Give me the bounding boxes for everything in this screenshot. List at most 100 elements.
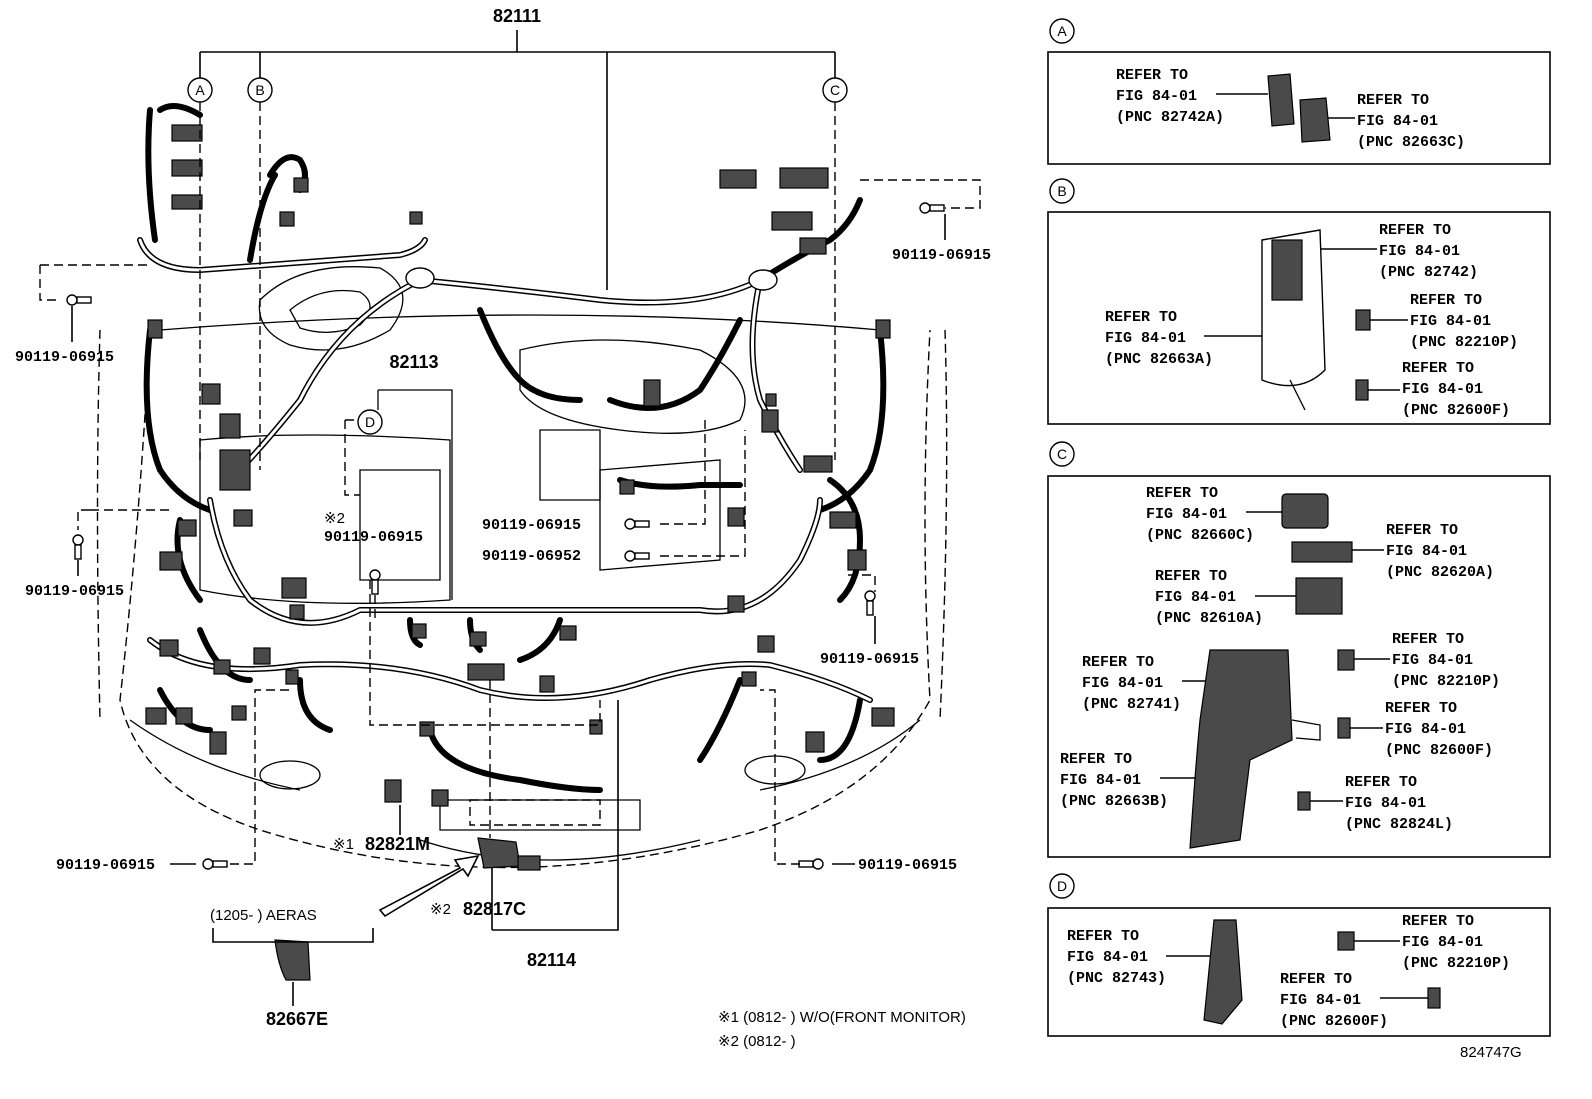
- panel-d-ref-3-line1: REFER TO: [1280, 971, 1352, 988]
- panel-d-ref-2-line1: REFER TO: [1402, 913, 1474, 930]
- panel-c-ref-5-line3: (PNC 82741): [1082, 696, 1181, 713]
- panel-b-ref-3-line2: FIG 84-01: [1410, 313, 1491, 330]
- panel-c-ref-6-line3: (PNC 82600F): [1385, 742, 1493, 759]
- panel-a-ref-1-line2: FIG 84-01: [1116, 88, 1197, 105]
- panel-b-ref-2-line2: FIG 84-01: [1105, 330, 1186, 347]
- callout-bolt-bottom-right: 90119-06915: [858, 857, 957, 874]
- mark2-82817c: ※2: [430, 901, 451, 918]
- panel-b-ref-3-line3: (PNC 82210P): [1410, 334, 1518, 351]
- panel-c-ref-8-line3: (PNC 82824L): [1345, 816, 1453, 833]
- bolt-icon: [864, 590, 876, 616]
- connector-blocks: [145, 124, 895, 807]
- panel-d-ref-1-line3: (PNC 82743): [1067, 970, 1166, 987]
- callout-bolt-bottom-left: 90119-06915: [56, 857, 155, 874]
- bolt-icon: [202, 858, 228, 870]
- svg-text:B: B: [255, 82, 264, 98]
- callout-82821m: 82821M: [365, 834, 430, 854]
- callout-bolt-left-top: 90119-06915: [15, 349, 114, 366]
- figure-id: 824747G: [1460, 1044, 1522, 1061]
- panel-letter-b: B: [1057, 183, 1066, 199]
- bolt-icon: [72, 534, 84, 560]
- callout-bolt-left-mid: 90119-06915: [25, 583, 124, 600]
- panel-d-ref-3-line3: (PNC 82600F): [1280, 1013, 1388, 1030]
- callout-bolt-center-a: 90119-06915: [482, 517, 581, 534]
- panel-letter-a: A: [1057, 23, 1067, 39]
- panel-b-ref-3-line1: REFER TO: [1410, 292, 1482, 309]
- wire-harness-82111: [137, 103, 887, 793]
- panel-b-ref-2-line1: REFER TO: [1105, 309, 1177, 326]
- panel-b-ref-1-line1: REFER TO: [1379, 222, 1451, 239]
- callout-82111: 82111: [493, 6, 541, 26]
- svg-text:C: C: [830, 82, 840, 98]
- bolt-icons: [66, 202, 945, 870]
- panel-letter-c-badge: [1049, 441, 1075, 467]
- panel-d-ref-2-line2: FIG 84-01: [1402, 934, 1483, 951]
- main-letter-a: A: [187, 77, 213, 103]
- callout-82113: 82113: [389, 352, 438, 372]
- footnote-2: ※2 (0812- ): [718, 1033, 796, 1050]
- panel-letter-b-badge: [1049, 178, 1075, 204]
- footnote-1: ※1 (0812- ) W/O(FRONT MONITOR): [718, 1009, 966, 1026]
- panel-b-ref-4-line1: REFER TO: [1402, 360, 1474, 377]
- bolt-icon: [369, 569, 381, 595]
- panel-c-ref-5-line1: REFER TO: [1082, 654, 1154, 671]
- panel-c-ref-8-line1: REFER TO: [1345, 774, 1417, 791]
- part-82817c-connector: [477, 837, 541, 871]
- panel-a-ref-1-line3: (PNC 82742A): [1116, 109, 1224, 126]
- callout-bolt-right-top: 90119-06915: [892, 247, 991, 264]
- panel-c-ref-7-line3: (PNC 82663B): [1060, 793, 1168, 810]
- panel-c-ref-3-line3: (PNC 82610A): [1155, 610, 1263, 627]
- svg-text:D: D: [365, 414, 375, 430]
- panel-c-ref-5-line2: FIG 84-01: [1082, 675, 1163, 692]
- mark1-82821m: ※1: [333, 836, 354, 853]
- leader-lines: [39, 30, 981, 1006]
- panel-c-ref-6-line2: FIG 84-01: [1385, 721, 1466, 738]
- panel-c-ref-4-line1: REFER TO: [1392, 631, 1464, 648]
- detail-panel-b: B REFER TO FIG 84-01 (PNC 82742) REFER T…: [1047, 178, 1551, 425]
- callout-bolt-right-mid: 90119-06915: [820, 651, 919, 668]
- callout-82667e: 82667E: [266, 1009, 328, 1029]
- panel-c-ref-3-line1: REFER TO: [1155, 568, 1227, 585]
- panel-b-ref-4-line2: FIG 84-01: [1402, 381, 1483, 398]
- panel-c-ref-3-line2: FIG 84-01: [1155, 589, 1236, 606]
- aeras-note: (1205- ) AERAS: [210, 907, 317, 924]
- detail-panel-c: C REFER TO FIG 84-01 (PNC 82660C) REFER …: [1047, 441, 1551, 858]
- panel-d-ref-1-line2: FIG 84-01: [1067, 949, 1148, 966]
- bolt-icon: [919, 202, 945, 214]
- panel-c-ref-1-line2: FIG 84-01: [1146, 506, 1227, 523]
- panel-c-ref-2-line1: REFER TO: [1386, 522, 1458, 539]
- callout-82817c: 82817C: [463, 899, 526, 919]
- callout-bolt-center-b: 90119-06952: [482, 548, 581, 565]
- panel-c-ref-7-line2: FIG 84-01: [1060, 772, 1141, 789]
- bolt-icon: [798, 858, 824, 870]
- panel-b-ref-1-line3: (PNC 82742): [1379, 264, 1478, 281]
- panel-d-ref-1-line1: REFER TO: [1067, 928, 1139, 945]
- bolt-icon: [66, 294, 92, 306]
- panel-c-ref-4-line3: (PNC 82210P): [1392, 673, 1500, 690]
- bolt-icon: [624, 518, 650, 530]
- callout-82114: 82114: [527, 950, 576, 970]
- panel-a-ref-2-line3: (PNC 82663C): [1357, 134, 1465, 151]
- callout-bolt-center-c: 90119-06915: [324, 529, 423, 546]
- panel-c-ref-2-line2: FIG 84-01: [1386, 543, 1467, 560]
- panel-c-ref-2-line3: (PNC 82620A): [1386, 564, 1494, 581]
- panel-b-ref-4-line3: (PNC 82600F): [1402, 402, 1510, 419]
- panel-d-ref-3-line2: FIG 84-01: [1280, 992, 1361, 1009]
- aeras-arrow: [378, 854, 480, 918]
- panel-c-ref-7-line1: REFER TO: [1060, 751, 1132, 768]
- panel-a-ref-1-line1: REFER TO: [1116, 67, 1188, 84]
- panel-a-ref-2-line1: REFER TO: [1357, 92, 1429, 109]
- panel-letter-c: C: [1057, 446, 1067, 462]
- main-letter-c: C: [822, 77, 848, 103]
- detail-panel-d: D REFER TO FIG 84-01 (PNC 82743) REFER T…: [1047, 873, 1551, 1037]
- panel-d-ref-2-line3: (PNC 82210P): [1402, 955, 1510, 972]
- panel-letter-d: D: [1057, 878, 1067, 894]
- panel-c-ref-4-line2: FIG 84-01: [1392, 652, 1473, 669]
- main-letter-d: D: [357, 409, 383, 435]
- panel-c-ref-6-line1: REFER TO: [1385, 700, 1457, 717]
- panel-b-ref-2-line3: (PNC 82663A): [1105, 351, 1213, 368]
- panel-c-ref-1-line3: (PNC 82660C): [1146, 527, 1254, 544]
- svg-text:A: A: [195, 82, 205, 98]
- panel-letter-d-badge: [1049, 873, 1075, 899]
